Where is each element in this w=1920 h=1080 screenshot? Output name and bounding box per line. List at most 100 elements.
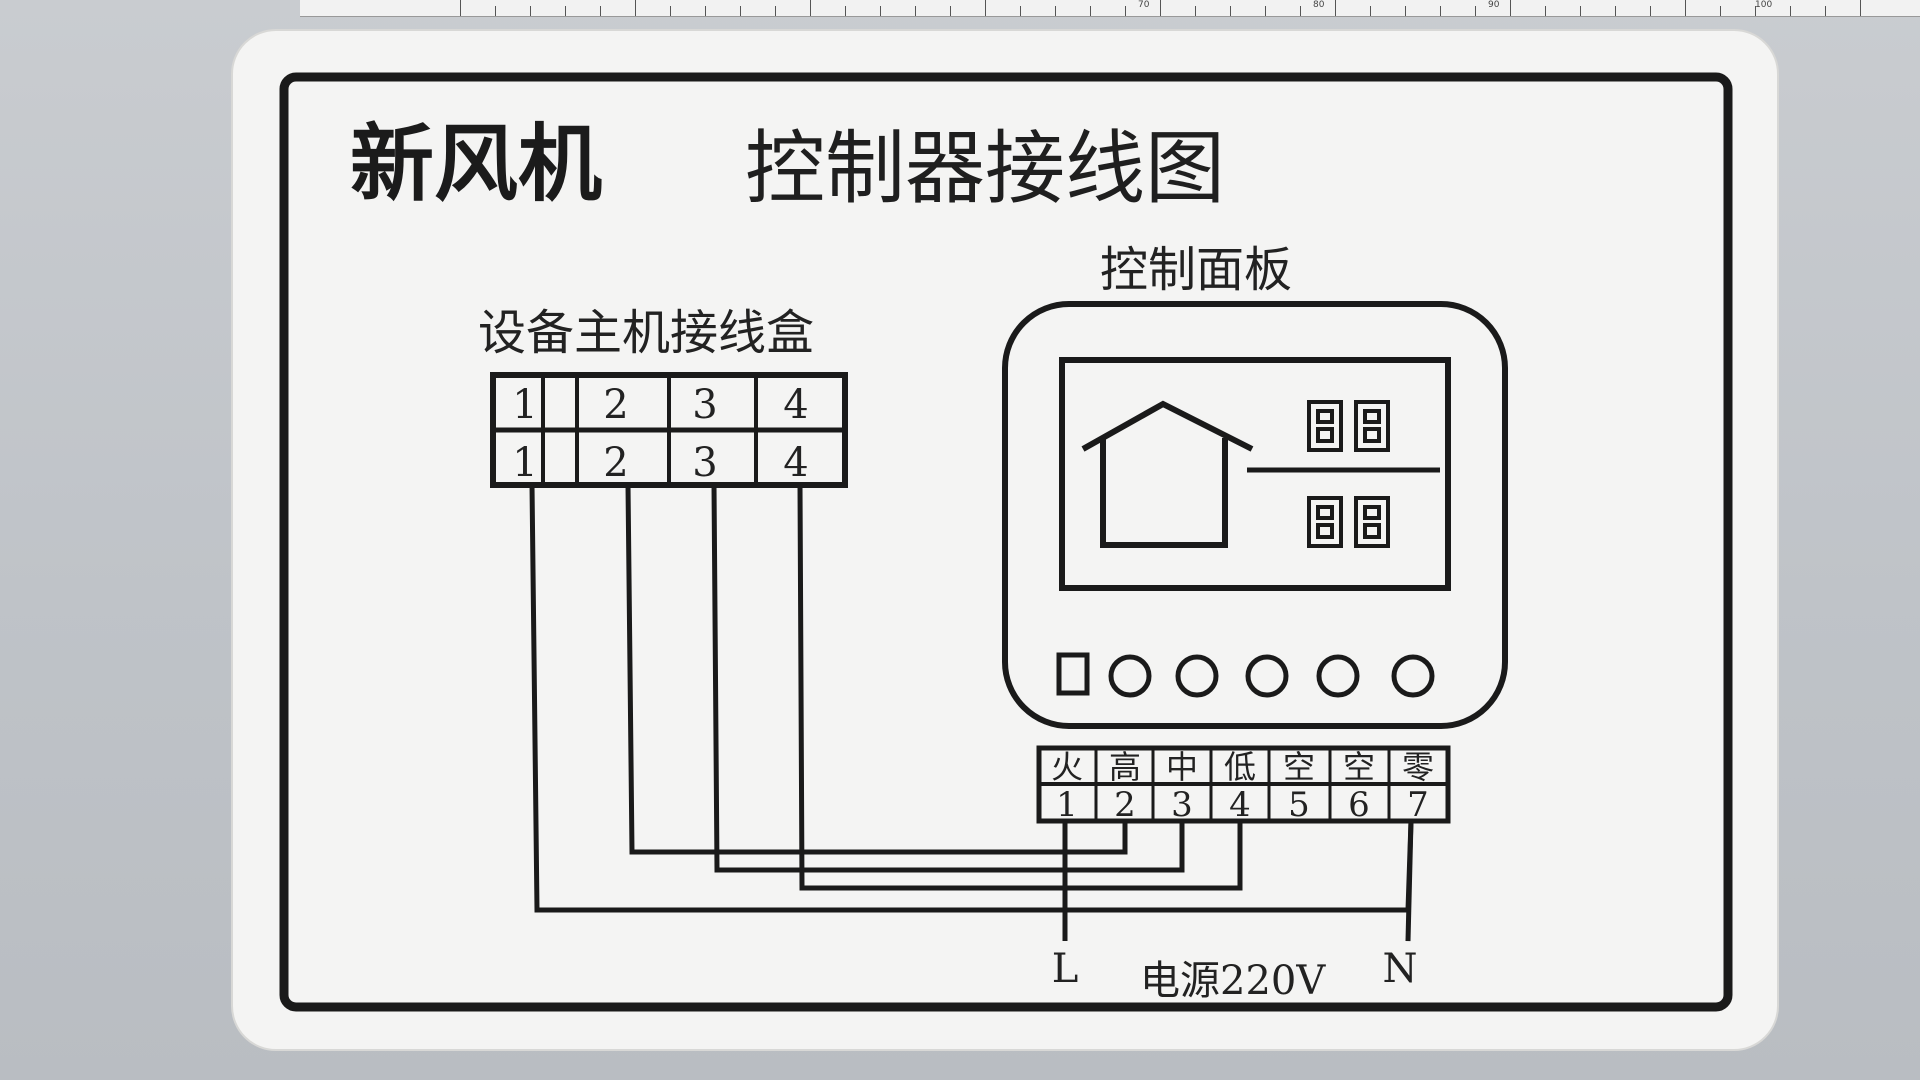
neutral-label: N [1383,946,1418,992]
terminal-number: 7 [1407,785,1429,825]
house-roof [1081,400,1254,452]
junction-cell-bottom: 3 [692,440,717,486]
digit-segment [1363,505,1381,520]
ruler-number: 90 [1488,0,1500,10]
live-label: L [1052,946,1079,992]
ruler-tick [1055,6,1056,16]
control-panel-label: 控制面板 [1100,242,1292,298]
diagram-subtitle: 控制器接线图 [745,122,1225,215]
junction-cell-top: 1 [512,382,537,428]
junction-cell-top: 3 [692,382,717,428]
terminal-number: 2 [1114,785,1136,825]
terminal-number: 1 [1056,785,1078,825]
ruler-tick [1755,6,1756,16]
junction-cell-top: 4 [783,382,808,428]
control-panel-body [1002,301,1508,729]
ruler-tick [1265,6,1266,16]
round-button [1245,654,1289,698]
terminal-name: 零 [1402,748,1434,786]
digit-segment [1316,523,1334,539]
digit-outline [1307,400,1343,452]
ruler-tick [775,6,776,16]
control-panel-screen [1059,357,1451,591]
ruler-number: 100 [1755,0,1773,10]
seven-segment-display [1307,496,1390,548]
digit-segment [1316,505,1334,520]
ruler-tick [1195,6,1196,16]
ruler-tick [530,6,531,16]
diagram-frame [279,72,1733,1012]
junction-box-label: 设备主机接线盒 [478,305,814,361]
ruler-tick [880,6,881,16]
wire-neutral [1405,820,1414,942]
ruler-tick [985,0,986,16]
terminal-name: 空 [1343,748,1375,786]
terminal-block [1036,745,1451,824]
round-button [1108,654,1152,698]
terminal-number: 4 [1229,785,1251,825]
wire-4-to-low [797,484,1243,891]
ruler-tick [1720,6,1721,16]
digit-segment [1363,409,1381,424]
round-button [1316,654,1360,698]
ruler-tick [915,6,916,16]
digit-outline [1354,496,1390,548]
ruler-tick [1440,6,1441,16]
junction-cell-bottom: 1 [512,440,537,486]
terminal-name: 低 [1224,748,1256,786]
ruler-tick [1020,6,1021,16]
digit-outline [1354,400,1390,452]
ruler-tick [1335,0,1336,16]
terminal-name: 火 [1051,748,1083,786]
terminal-name: 中 [1166,748,1198,786]
ruler-tick [1825,6,1826,16]
digit-segment [1316,409,1334,424]
digit-outline [1307,496,1343,548]
ruler-number: 70 [1138,0,1150,10]
ruler-tick [1790,6,1791,16]
junction-cell-bottom: 4 [783,440,808,486]
mode-button [1056,652,1090,696]
junction-box [490,372,848,488]
ruler-tick [1405,6,1406,16]
power-label: 电源220V [1140,958,1326,1004]
digit-segment [1363,427,1381,443]
house-walls [1100,438,1228,548]
house-icon [1081,400,1254,548]
round-button [1391,654,1435,698]
ruler-tick [1650,6,1651,16]
ruler-tick [810,0,811,16]
ruler-tick [1090,6,1091,16]
ruler-tick [1160,0,1161,16]
terminal-number: 3 [1171,785,1193,825]
ruler-tick [740,6,741,16]
diagram-title: 新风机 [350,114,602,213]
wire-3-to-mid [711,484,1185,873]
seven-segment-display [1307,400,1390,452]
ruler-tick [1230,6,1231,16]
ruler-tick [1125,6,1126,16]
ruler-tick [1615,6,1616,16]
ruler-tick [635,0,636,16]
terminal-number: 6 [1348,785,1370,825]
terminal-number: 5 [1288,785,1310,825]
ruler-tick [1580,6,1581,16]
round-button [1175,654,1219,698]
digit-segment [1363,523,1381,539]
terminal-name: 空 [1283,748,1315,786]
wiring [529,484,1414,942]
ruler-tick [670,6,671,16]
ruler-tick [845,6,846,16]
ruler-tick [1300,6,1301,16]
ruler-tick [1370,6,1371,16]
ruler-tick [1860,0,1861,16]
ruler-tick [705,6,706,16]
ruler-number: 80 [1313,0,1325,10]
ruler-tick [1685,0,1686,16]
ruler-tick [565,6,566,16]
wire-2-to-high [625,484,1128,855]
ruler-tick [495,6,496,16]
terminal-name: 高 [1109,748,1141,786]
